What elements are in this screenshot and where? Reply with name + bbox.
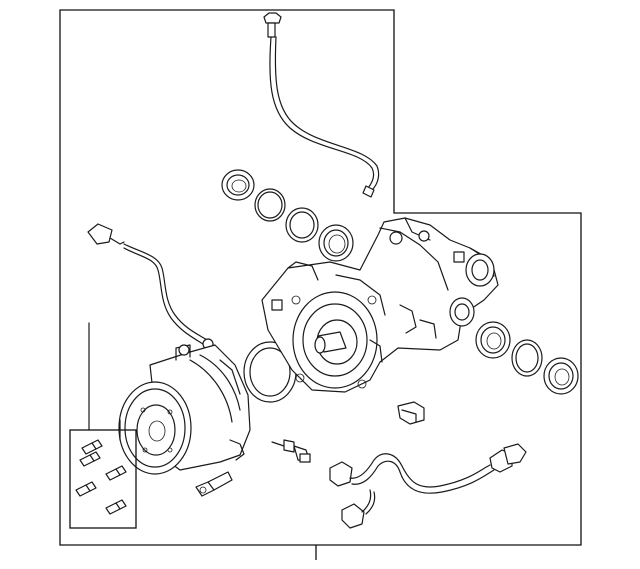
- coupling-assembly: [118, 344, 251, 475]
- snap-ring-left: [254, 188, 286, 222]
- wiring-harness-lower: [329, 443, 527, 529]
- bearing-right: [511, 339, 543, 377]
- differential-housing: [261, 217, 499, 393]
- breather-hose: [263, 12, 380, 198]
- axle-seal-left: [221, 169, 255, 201]
- temperature-sensor: [271, 439, 311, 463]
- axle-seal-right: [543, 357, 579, 395]
- assembly-boundary: [59, 9, 582, 546]
- stud-kit: [69, 322, 137, 529]
- bracket-clip: [397, 401, 425, 425]
- seal-right: [475, 321, 511, 359]
- wiring-harness-coupling: [87, 223, 214, 350]
- bearing-left: [318, 224, 354, 262]
- o-ring-left: [285, 207, 319, 243]
- mounting-bolt: [195, 471, 233, 497]
